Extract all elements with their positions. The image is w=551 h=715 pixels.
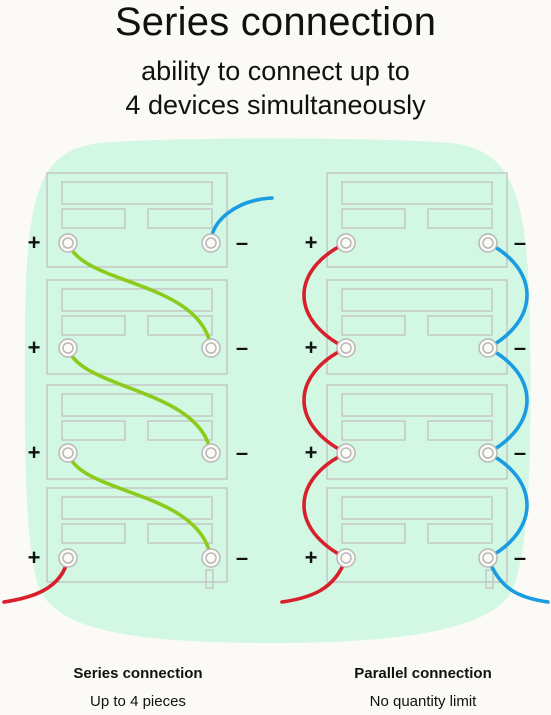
page-title: Series connection [114, 0, 437, 44]
terminal-left-4-negative [201, 548, 221, 568]
parallel-device-4 [326, 487, 508, 583]
terminal-right-4-positive [336, 548, 356, 568]
terminal-left-2-positive [58, 338, 78, 358]
minus-sign-left-2: – [236, 335, 248, 360]
plus-sign-right-2: + [305, 335, 318, 360]
series-device-2 [46, 279, 228, 375]
minus-sign-left-4: – [236, 545, 248, 570]
series-link-3 [66, 451, 213, 560]
terminal-right-3-positive [336, 443, 356, 463]
series-link-2 [66, 346, 213, 455]
terminal-left-1-negative [201, 233, 221, 253]
terminal-left-4-positive [58, 548, 78, 568]
parallel-device-stack [326, 172, 508, 589]
plus-sign-left-4: + [28, 545, 41, 570]
terminal-right-2-negative [478, 338, 498, 358]
page-subtitle: ability to connect up to 4 devices simul… [0, 54, 551, 122]
terminal-right-4-negative [478, 548, 498, 568]
terminals [58, 233, 498, 568]
terminal-left-1-positive [58, 233, 78, 253]
series-device-stack [46, 172, 228, 589]
parallel-caption-title: Parallel connection [354, 665, 492, 682]
terminal-right-1-positive [336, 233, 356, 253]
series-device-3 [46, 384, 228, 480]
polarity-labels: + – + – + – + – + – + – + – + – [28, 230, 527, 570]
series-link-1 [66, 240, 213, 349]
terminal-left-2-negative [201, 338, 221, 358]
minus-sign-right-4: – [514, 545, 526, 570]
terminal-right-2-positive [336, 338, 356, 358]
terminal-right-1-negative [478, 233, 498, 253]
series-wires [2, 196, 274, 604]
parallel-caption-subtitle: No quantity limit [369, 693, 477, 710]
minus-sign-right-3: – [514, 440, 526, 465]
series-bottom-plug [205, 569, 214, 589]
series-device-1 [46, 172, 228, 268]
parallel-device-3 [326, 384, 508, 480]
minus-sign-right-2: – [514, 335, 526, 360]
terminal-left-3-positive [58, 443, 78, 463]
series-caption: Series connection Up to 4 pieces [0, 664, 276, 712]
plus-sign-left-1: + [28, 230, 41, 255]
background-blob [24, 138, 531, 643]
plus-sign-left-2: + [28, 335, 41, 360]
series-device-4 [46, 487, 228, 583]
parallel-device-2 [326, 279, 508, 375]
parallel-caption: Parallel connection No quantity limit [285, 664, 551, 712]
minus-sign-left-3: – [236, 440, 248, 465]
subtitle-line-2: 4 devices simultaneously [125, 90, 426, 120]
plus-sign-right-3: + [305, 440, 318, 465]
minus-sign-left-1: – [236, 230, 248, 255]
terminal-right-3-negative [478, 443, 498, 463]
series-caption-title: Series connection [73, 665, 203, 682]
parallel-device-1 [326, 172, 508, 268]
minus-sign-right-1: – [514, 230, 526, 255]
plus-sign-left-3: + [28, 440, 41, 465]
subtitle-line-1: ability to connect up to [141, 56, 410, 86]
series-caption-subtitle: Up to 4 pieces [90, 693, 186, 710]
plus-sign-right-4: + [305, 545, 318, 570]
plus-sign-right-1: + [305, 230, 318, 255]
terminal-left-3-negative [201, 443, 221, 463]
parallel-bottom-plug [485, 569, 494, 589]
